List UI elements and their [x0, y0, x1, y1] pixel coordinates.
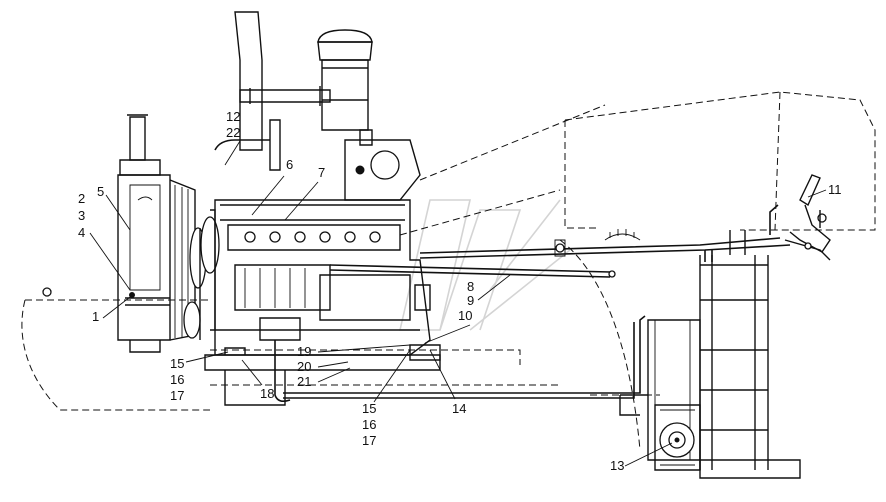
rear-frame	[619, 230, 801, 479]
callout-15-bottom: 15	[362, 401, 376, 416]
callout-17-left: 17	[170, 388, 184, 403]
radiator	[117, 114, 196, 353]
callout-3: 3	[78, 208, 85, 223]
callout-16-left: 16	[170, 372, 184, 387]
callout-8: 8	[467, 279, 474, 294]
exhaust-and-air-cleaner	[234, 11, 373, 171]
filter-bracket	[42, 287, 52, 297]
callout-10: 10	[458, 308, 472, 323]
callout-1: 1	[92, 309, 99, 324]
tractor-outline	[21, 91, 876, 451]
hood-fittings	[604, 229, 641, 241]
fan-pulleys	[183, 216, 220, 340]
callout-6: 6	[286, 157, 293, 172]
callouts: 1 2 3 4 5 6 7 8 9 10 11 12 22 13 14 15 1…	[78, 109, 842, 473]
callout-15-left: 15	[170, 356, 184, 371]
injector-row	[244, 231, 381, 243]
callout-18: 18	[260, 386, 274, 401]
callout-7: 7	[318, 165, 325, 180]
callout-14: 14	[452, 401, 466, 416]
callout-19: 19	[297, 344, 311, 359]
callout-22: 22	[226, 125, 240, 140]
callout-17-bottom: 17	[362, 433, 376, 448]
callout-21: 21	[297, 374, 311, 389]
fuel-lines	[274, 204, 791, 402]
turbocharger	[344, 129, 421, 201]
callout-9: 9	[467, 293, 474, 308]
pedal-assembly	[784, 174, 831, 261]
callout-2: 2	[78, 191, 85, 206]
callout-16-bottom: 16	[362, 417, 376, 432]
callout-5: 5	[97, 184, 104, 199]
callout-13: 13	[610, 458, 624, 473]
callout-11: 11	[828, 182, 842, 197]
callout-4: 4	[78, 225, 85, 240]
callout-20: 20	[297, 359, 311, 374]
oil-pan	[204, 344, 441, 406]
callout-12: 12	[226, 109, 240, 124]
pump-13	[654, 404, 701, 471]
